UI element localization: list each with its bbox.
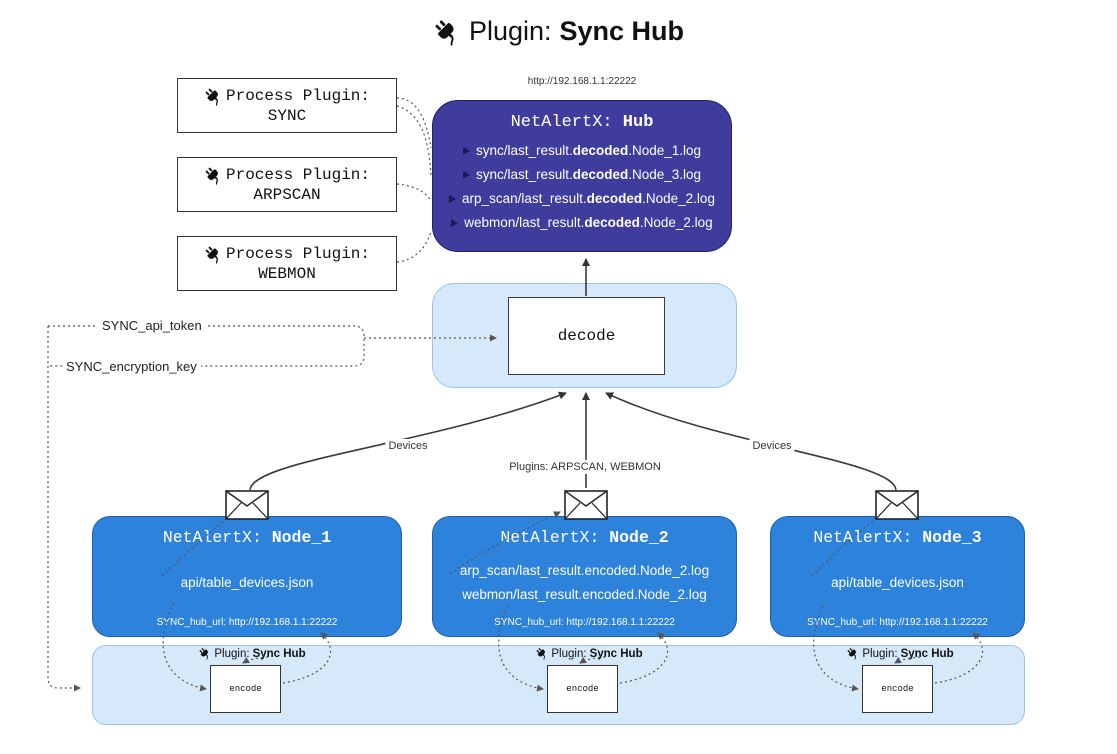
hub-title-label: NetAlertX: xyxy=(510,113,623,132)
hub-box: NetAlertX: Hub sync/last_result.decoded.… xyxy=(432,100,732,252)
process-plugin-row: Process Plugin: xyxy=(204,87,370,106)
node-footer: SYNC_hub_url: http://192.168.1.1:22222 xyxy=(494,617,675,628)
hub-log-text: arp_scan/last_result.decoded.Node_2.log xyxy=(462,191,715,206)
encode-plugin-label: Plugin: Sync Hub xyxy=(846,647,954,660)
hub-log-row: sync/last_result.decoded.Node_3.log xyxy=(433,163,731,187)
hub-log-text: sync/last_result.decoded.Node_3.log xyxy=(475,167,702,182)
process-plugin-name: WEBMON xyxy=(258,264,316,283)
process-plugin-name: SYNC xyxy=(267,106,307,125)
diagram-title: Plugin: Sync Hub xyxy=(0,16,1117,47)
hub-log-row: webmon/last_result.decoded.Node_2.log xyxy=(433,211,731,235)
plugin-dotted-connectors xyxy=(396,97,432,263)
encode-label: encode xyxy=(566,684,599,694)
edge-label-devices-left: Devices xyxy=(385,439,431,453)
edge-label-devices-right: Devices xyxy=(749,439,795,453)
node-file-line: arp_scan/last_result.encoded.Node_2.log xyxy=(459,562,710,578)
process-plugin-box-webmon: Process Plugin: WEBMON xyxy=(177,236,397,291)
plug-icon xyxy=(205,88,218,106)
encode-plugin-label: Plugin: Sync Hub xyxy=(535,647,643,660)
edge-label-plugins: Plugins: ARPSCAN, WEBMON xyxy=(506,460,664,474)
decode-label: decode xyxy=(557,327,616,345)
node-footer: SYNC_hub_url: http://192.168.1.1:22222 xyxy=(156,617,338,628)
plug-icon xyxy=(205,167,218,185)
process-plugin-name: ARPSCAN xyxy=(253,185,321,204)
encode-label: encode xyxy=(881,684,914,694)
node-box-node2: NetAlertX: Node_2 arp_scan/last_result.e… xyxy=(432,516,737,637)
node-file-line: api/table_devices.json xyxy=(180,574,314,590)
sync-encryption-key-label: SYNC_encryption_key xyxy=(62,359,201,374)
hub-log-text: sync/last_result.decoded.Node_1.log xyxy=(475,143,702,158)
encode-box: encode xyxy=(862,665,933,713)
decode-box: decode xyxy=(508,297,665,375)
node-content: api/table_devices.json xyxy=(831,547,964,617)
hub-url: http://192.168.1.1:22222 xyxy=(527,76,637,87)
process-plugin-box-arpscan: Process Plugin: ARPSCAN xyxy=(177,157,397,212)
log-marker-icon xyxy=(449,195,457,203)
log-marker-icon xyxy=(462,147,470,155)
plug-icon xyxy=(536,648,545,660)
process-plugin-row: Process Plugin: xyxy=(204,166,370,185)
process-plugin-row: Process Plugin: xyxy=(204,245,370,264)
plug-icon xyxy=(435,19,454,46)
hub-title: NetAlertX: Hub xyxy=(433,113,731,132)
node-file-line: webmon/last_result.encoded.Node_2.log xyxy=(462,586,707,602)
node-title: NetAlertX: Node_3 xyxy=(813,528,982,547)
node-title: NetAlertX: Node_1 xyxy=(162,528,332,547)
title-name: Sync Hub xyxy=(559,16,685,46)
node-box-node1: NetAlertX: Node_1 api/table_devices.json… xyxy=(92,516,402,637)
encode-label: encode xyxy=(229,684,262,694)
node-file-line: api/table_devices.json xyxy=(831,574,964,590)
process-plugin-box-sync: Process Plugin: SYNC xyxy=(177,78,397,133)
node-content: api/table_devices.json xyxy=(181,547,314,617)
process-plugin-label: Process Plugin: xyxy=(225,166,371,184)
envelope-icon xyxy=(225,490,269,520)
log-marker-icon xyxy=(451,219,459,227)
hub-title-name: Hub xyxy=(622,113,654,132)
envelope-icon xyxy=(875,490,919,520)
hub-log-text: webmon/last_result.decoded.Node_2.log xyxy=(464,215,713,230)
node-box-node3: NetAlertX: Node_3 api/table_devices.json… xyxy=(770,516,1025,637)
node-title: NetAlertX: Node_2 xyxy=(500,528,669,547)
encode-box: encode xyxy=(210,665,281,713)
node-content: arp_scan/last_result.encoded.Node_2.log … xyxy=(460,547,709,617)
encode-plugin-label: Plugin: Sync Hub xyxy=(198,647,306,660)
node-footer: SYNC_hub_url: http://192.168.1.1:22222 xyxy=(807,617,988,628)
plug-icon xyxy=(205,246,218,264)
log-marker-icon xyxy=(462,171,470,179)
encode-box: encode xyxy=(547,665,618,713)
sync-api-token-label: SYNC_api_token xyxy=(98,318,206,333)
hub-log-row: sync/last_result.decoded.Node_1.log xyxy=(433,139,731,163)
hub-log-row: arp_scan/last_result.decoded.Node_2.log xyxy=(433,187,731,211)
title-label: Plugin: xyxy=(468,16,552,46)
envelope-icon xyxy=(564,490,608,520)
process-plugin-label: Process Plugin: xyxy=(225,87,371,105)
plug-icon xyxy=(847,648,856,660)
plug-icon xyxy=(199,648,208,660)
process-plugin-label: Process Plugin: xyxy=(225,245,371,263)
